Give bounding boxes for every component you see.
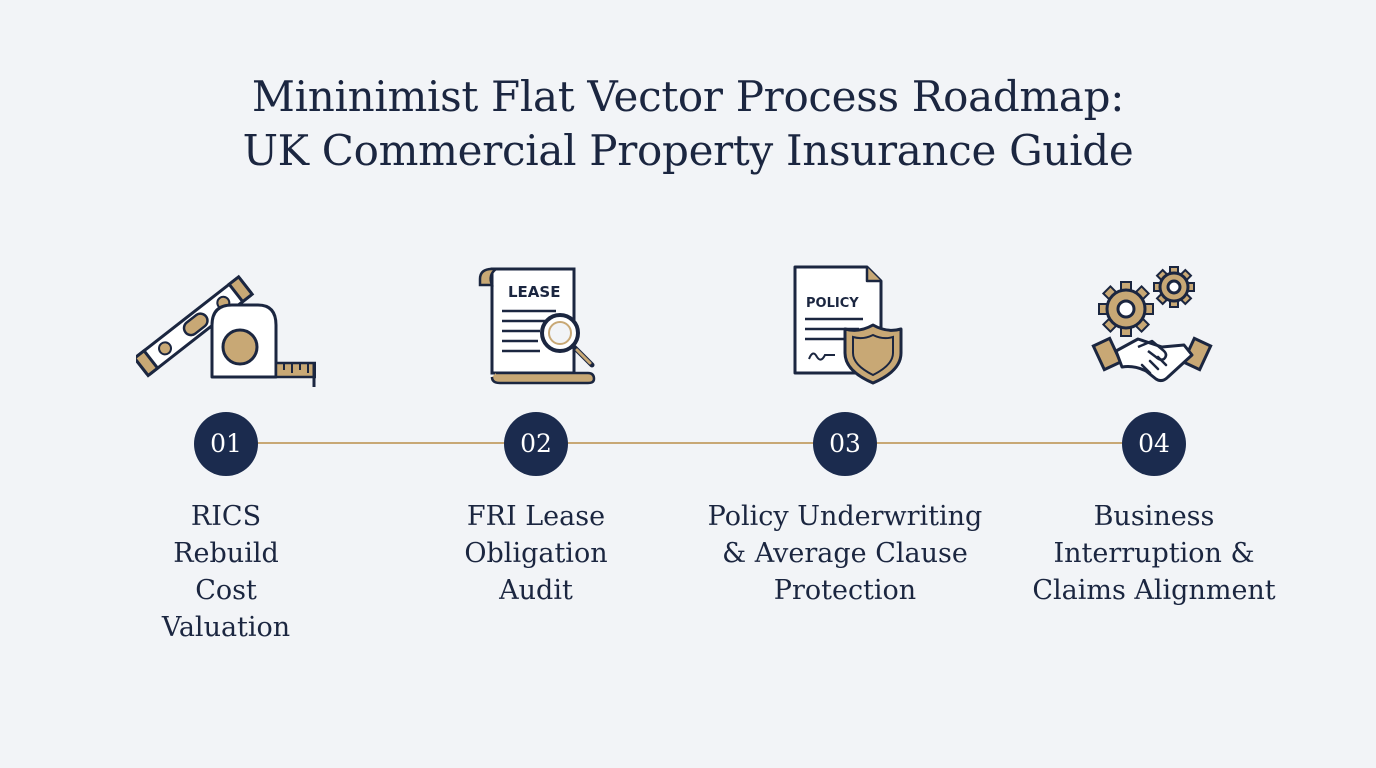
step-label: FRI Lease Obligation Audit bbox=[464, 501, 608, 606]
step-number-badge: 04 bbox=[1122, 412, 1186, 476]
gears-handshake-icon bbox=[1091, 266, 1213, 383]
spirit-level-and-tape-measure-icon bbox=[136, 274, 316, 387]
page-title: Mininimist Flat Vector Process Roadmap: … bbox=[0, 70, 1376, 178]
step-label: Policy Underwriting & Average Clause Pro… bbox=[707, 501, 983, 606]
step-label: Business Interruption & Claims Alignment bbox=[1032, 501, 1276, 606]
lease-icon-text: LEASE bbox=[508, 283, 560, 301]
policy-document-shield-icon: POLICY bbox=[793, 265, 903, 385]
step-1: 01 RICS Rebuild Cost Valuation bbox=[71, 0, 381, 768]
step-label: RICS Rebuild Cost Valuation bbox=[161, 501, 291, 643]
lease-document-magnifier-icon: LEASE bbox=[478, 267, 596, 385]
timeline-connector bbox=[226, 442, 1154, 444]
step-4: 04 Business Interruption & Claims Alignm… bbox=[999, 0, 1309, 768]
title-line-2: UK Commercial Property Insurance Guide bbox=[242, 126, 1134, 175]
policy-icon-text: POLICY bbox=[806, 296, 859, 311]
title-line-1: Mininimist Flat Vector Process Roadmap: bbox=[251, 72, 1125, 121]
step-2: LEASE 02 FRI Lease Obligation Audit bbox=[381, 0, 691, 768]
step-number-badge: 02 bbox=[504, 412, 568, 476]
step-3: POLICY 03 Policy Underwriting & Average … bbox=[690, 0, 1000, 768]
step-number-badge: 03 bbox=[813, 412, 877, 476]
step-number-badge: 01 bbox=[194, 412, 258, 476]
